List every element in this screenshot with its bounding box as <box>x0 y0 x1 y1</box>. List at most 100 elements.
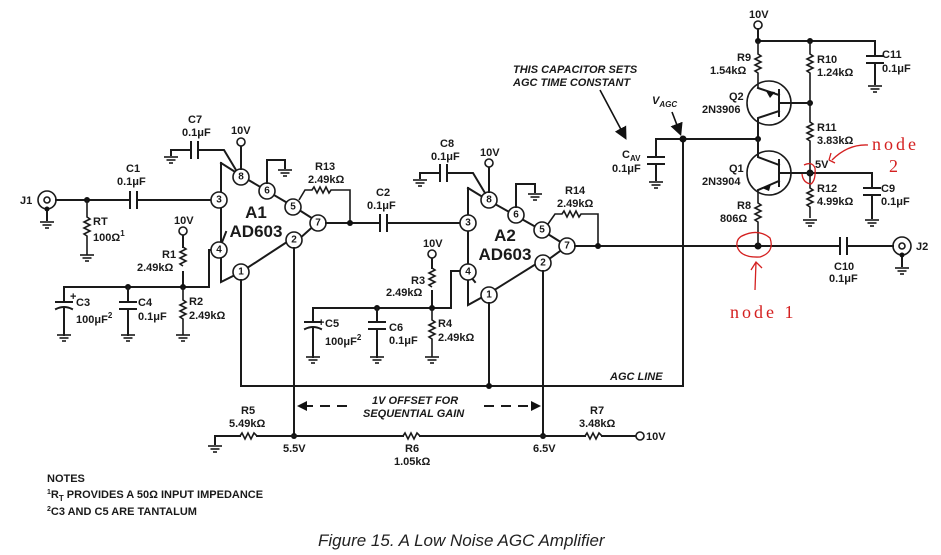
label-text: 0.1μF <box>882 63 911 75</box>
a2-ref: A2 <box>494 226 516 245</box>
label-text: 3 <box>216 195 222 206</box>
label-text: VAGC <box>652 95 677 109</box>
amplifier-a2: 8 6 5 7 3 4 2 1 A2 AD603 <box>459 186 576 307</box>
label-text: 7 <box>564 241 570 252</box>
label-text: 10V <box>480 147 500 159</box>
label-text: 0.1μF <box>389 335 418 347</box>
capacitor-c1: C1 0.1μF <box>117 163 146 209</box>
label-text: THIS CAPACITOR SETS <box>513 64 638 76</box>
label-text: 806Ω <box>720 213 747 225</box>
label-text: 100μF2 <box>325 333 362 348</box>
label-text: R8 <box>737 200 751 212</box>
a1-ref: A1 <box>245 203 267 222</box>
label-text: 1RT PROVIDES A 50Ω INPUT IMPEDANCE <box>47 489 263 503</box>
label-text: 2 <box>540 258 546 269</box>
a2-part: AD603 <box>479 245 532 264</box>
label-text: 6 <box>264 186 270 197</box>
label-text: 2 <box>291 235 297 246</box>
label-text: 4 <box>465 267 471 278</box>
label-text: R1 <box>162 249 176 261</box>
j1-label: J1 <box>20 195 32 207</box>
label-text: 2.49kΩ <box>189 310 226 322</box>
label-text: + <box>70 291 76 303</box>
handwritten-node2: node 2 <box>801 134 919 185</box>
label-text: 10V <box>646 431 666 443</box>
label-text: 5.49kΩ <box>229 418 266 430</box>
label-text: 100Ω1 <box>93 229 125 244</box>
label-text: 0.1μF <box>612 163 641 175</box>
label-text: R3 <box>411 275 425 287</box>
label-text: 5 <box>290 202 296 213</box>
label-text: C7 <box>188 114 202 126</box>
label-text: R4 <box>438 318 453 330</box>
label-text: 4 <box>216 245 222 256</box>
label-text: 10V <box>174 215 194 227</box>
amplifier-a1: 8 6 5 7 3 4 2 1 A1 AD603 <box>210 161 327 284</box>
label-text: R5 <box>241 405 255 417</box>
label-text: 0.1μF <box>829 273 858 285</box>
label-text: RT <box>93 216 108 228</box>
label-text: C6 <box>389 322 403 334</box>
label-text: 1 <box>486 290 492 301</box>
label-text: node <box>872 134 919 154</box>
label-text: 10V <box>231 125 251 137</box>
label-text: R7 <box>590 405 604 417</box>
handwritten-node1: node 1 <box>730 231 797 322</box>
label-text: 2N3904 <box>702 176 741 188</box>
label-text: 2 <box>889 156 901 176</box>
transistor-q1: Q1 2N3904 <box>702 138 811 196</box>
label-text: 2.49kΩ <box>557 198 594 210</box>
label-text: 7 <box>315 218 321 229</box>
label-text: 0.1μF <box>117 176 146 188</box>
label-text: C5 <box>325 318 339 330</box>
label-text: C11 <box>882 49 902 61</box>
label-text: 2.49kΩ <box>386 287 423 299</box>
a1-part: AD603 <box>230 222 283 241</box>
label-text: 8 <box>238 172 244 183</box>
label-text: 2.49kΩ <box>137 262 174 274</box>
label-text: 0.1μF <box>138 311 167 323</box>
label-text: C1 <box>126 163 140 175</box>
label-text: NOTES <box>47 473 85 485</box>
label-text: AGC TIME CONSTANT <box>512 77 631 89</box>
label-text: 100μF2 <box>76 311 113 326</box>
label-text: 2N3906 <box>702 104 741 116</box>
label-text: 10V <box>423 238 443 250</box>
label-text: 2C3 AND C5 ARE TANTALUM <box>47 506 197 518</box>
label-text: 0.1μF <box>881 196 910 208</box>
label-text: C9 <box>881 183 895 195</box>
label-text: Q1 <box>729 163 744 175</box>
figure-caption: Figure 15. A Low Noise AGC Amplifier <box>318 531 606 550</box>
label-text: R12 <box>817 183 837 195</box>
label-text: C2 <box>376 187 390 199</box>
label-text: 1.24kΩ <box>817 67 854 79</box>
label-text: R10 <box>817 54 837 66</box>
transistor-q2: Q2 2N3906 <box>702 80 811 140</box>
resistor-rt: RT 100Ω1 <box>79 200 125 262</box>
label-text: 2.49kΩ <box>438 332 475 344</box>
label-text: C10 <box>834 261 854 273</box>
label-text: node 1 <box>730 302 797 322</box>
label-text: 8 <box>486 195 492 206</box>
label-text: SEQUENTIAL GAIN <box>363 408 465 420</box>
label-text: 5 <box>539 225 545 236</box>
label-text: 3.83kΩ <box>817 135 854 147</box>
label-text: 0.1μF <box>431 151 460 163</box>
notes: NOTES 1RT PROVIDES A 50Ω INPUT IMPEDANCE… <box>47 473 263 518</box>
label-text: + <box>318 317 324 329</box>
label-text: C4 <box>138 297 153 309</box>
label-text: 1 <box>238 267 244 278</box>
label-text: 1.05kΩ <box>394 456 431 468</box>
label-text: R2 <box>189 296 203 308</box>
label-text: C8 <box>440 138 454 150</box>
j2-connector: J2 <box>892 236 928 275</box>
label-text: 4.99kΩ <box>817 196 854 208</box>
label-text: 2.49kΩ <box>308 174 345 186</box>
label-text: 3 <box>465 218 471 229</box>
label-text: 0.1μF <box>182 127 211 139</box>
label-text: 5.5V <box>283 443 306 455</box>
label-text: Q2 <box>729 91 744 103</box>
label-text: R13 <box>315 161 335 173</box>
label-text: 1.54kΩ <box>710 65 747 77</box>
